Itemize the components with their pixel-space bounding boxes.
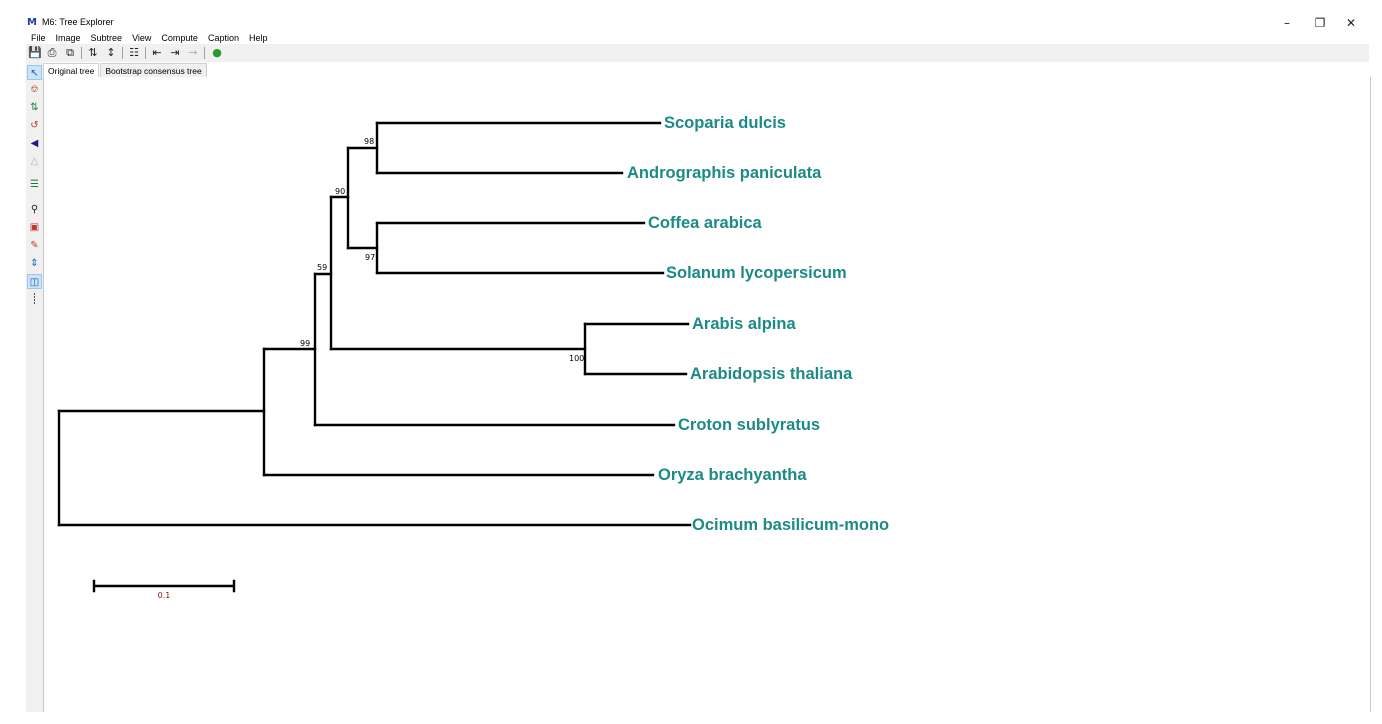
scale-icon[interactable]: ┊	[31, 294, 38, 305]
leaf-label: Croton sublyratus	[678, 416, 820, 434]
bootstrap-value: 90	[335, 187, 345, 196]
leaf-label: Solanum lycopersicum	[666, 264, 847, 282]
leaf-label: Oryza brachyantha	[658, 466, 807, 484]
pointer-icon[interactable]: ↖	[27, 65, 42, 80]
scale-bar	[92, 579, 236, 593]
compress-icon[interactable]: ⇤	[152, 46, 162, 59]
tab-bar: Original tree Bootstrap consensus tree	[43, 63, 208, 77]
toolbar: 💾 ⎙ ⧉ ⇅ ↕ ☷ ⇤ ⇥ → ●	[26, 44, 1369, 62]
balance-icon[interactable]: ⇕	[30, 258, 39, 269]
leaf-label: Ocimum basilicum-mono	[692, 516, 889, 534]
flip-subtree-icon[interactable]: ↺	[30, 120, 39, 131]
tree-canvas: Scoparia dulcis Andrographis paniculata …	[43, 77, 1371, 712]
menu-caption[interactable]: Caption	[207, 33, 239, 43]
bootstrap-value: 100	[569, 354, 584, 363]
menu-help[interactable]: Help	[248, 33, 268, 43]
tree-options-icon[interactable]: ☷	[129, 46, 139, 59]
menu-view[interactable]: View	[132, 33, 152, 43]
menu-image[interactable]: Image	[55, 33, 81, 43]
scale-bar-label: 0.1	[158, 591, 171, 600]
tool-sidebar: ↖ ⎊ ⇅ ↺ ◀ △ ☰ ⚲ ▣ ✎ ⇕ ◫ ┊	[26, 62, 43, 712]
bootstrap-value: 98	[364, 137, 374, 146]
fit-icon[interactable]: ▣	[29, 222, 40, 233]
leaf-label: Arabis alpina	[692, 315, 796, 333]
save-icon[interactable]: 💾	[28, 46, 42, 59]
root-icon[interactable]: ⎊	[30, 84, 39, 95]
tree-style-icon[interactable]: ☰	[30, 179, 39, 190]
disabled-tool-icon: →	[188, 46, 198, 59]
print-icon[interactable]: ⎙	[47, 46, 57, 59]
expand-icon[interactable]: ⇥	[170, 46, 180, 59]
leaf-label: Andrographis paniculata	[627, 164, 822, 182]
menu-file[interactable]: File	[31, 33, 46, 43]
info-icon[interactable]: ●	[212, 46, 222, 59]
menu-bar: File Image Subtree View Compute Caption …	[26, 32, 273, 44]
swap-subtree-icon[interactable]: ⇅	[88, 46, 98, 59]
copy-icon[interactable]: ⧉	[66, 46, 74, 59]
menu-subtree[interactable]: Subtree	[90, 33, 123, 43]
bootstrap-value: 59	[317, 263, 327, 272]
maximize-button[interactable]: ❐	[1314, 16, 1326, 30]
app-logo-icon: M	[27, 17, 37, 28]
find-icon[interactable]: ⚲	[30, 204, 39, 215]
bootstrap-value: 97	[365, 253, 375, 262]
window-title: M6: Tree Explorer	[42, 17, 114, 27]
leaf-label: Arabidopsis thaliana	[690, 365, 853, 383]
compress-subtree-icon[interactable]: ◀	[30, 138, 39, 149]
topology-icon[interactable]: ◫	[27, 274, 42, 289]
disabled-icon: △	[30, 156, 39, 167]
flip-icon[interactable]: ↕	[106, 46, 116, 59]
swap-icon[interactable]: ⇅	[30, 102, 39, 113]
leaf-label: Scoparia dulcis	[664, 114, 786, 132]
tab-bootstrap-consensus-tree[interactable]: Bootstrap consensus tree	[100, 63, 207, 77]
close-button[interactable]: ✕	[1345, 16, 1357, 30]
title-bar: M M6: Tree Explorer – ❐ ✕	[0, 14, 1382, 32]
edit-icon[interactable]: ✎	[30, 240, 39, 251]
leaf-label: Coffea arabica	[648, 214, 763, 232]
menu-compute[interactable]: Compute	[161, 33, 198, 43]
phylogenetic-tree: Scoparia dulcis Andrographis paniculata …	[57, 114, 889, 600]
minimize-button[interactable]: –	[1284, 16, 1290, 30]
bootstrap-value: 99	[300, 339, 310, 348]
tab-original-tree[interactable]: Original tree	[43, 63, 100, 77]
